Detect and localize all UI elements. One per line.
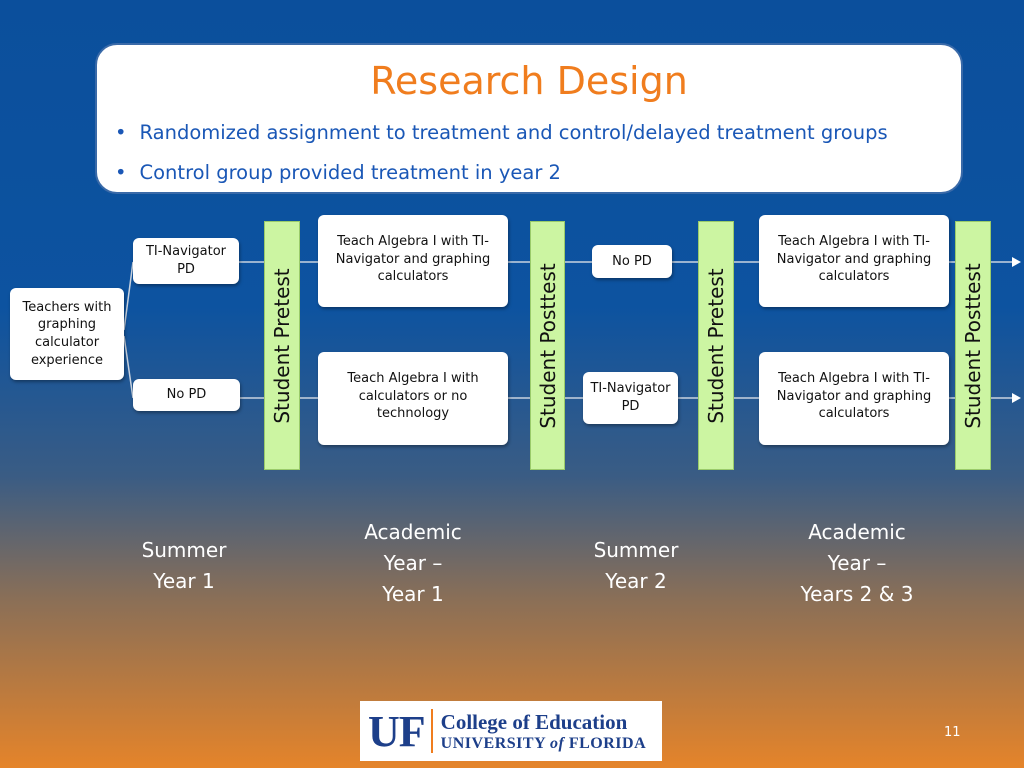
posttest1-bar: Student Posttest — [530, 221, 565, 470]
period-summer-year2: Summer Year 2 — [593, 538, 679, 593]
bullet-text: Randomized assignment to treatment and c… — [139, 121, 888, 144]
year2-teach-top-node: Teach Algebra I with TI-Navigator and gr… — [759, 215, 949, 307]
slide-title: Research Design — [370, 59, 688, 103]
pretest1-label: Student Pretest — [270, 267, 294, 424]
year1-pd-top-node: TI-Navigator PD — [133, 238, 239, 284]
logo-text: College of Education UNIVERSITY of FLORI… — [441, 710, 646, 753]
bullet-item: • Control group provided treatment in yea… — [115, 161, 888, 184]
logo-line2: UNIVERSITY of FLORIDA — [440, 734, 647, 752]
start-node: Teachers with graphing calculator experi… — [10, 288, 124, 380]
period-summer-year1: Summer Year 1 — [141, 538, 227, 593]
logo-divider — [430, 709, 433, 753]
uf-college-of-education-logo: UF College of Education UNIVERSITY of FL… — [360, 701, 662, 761]
bullet-text: Control group provided treatment in year… — [139, 161, 561, 184]
year1-teach-top-node: Teach Algebra I with TI-Navigator and gr… — [318, 215, 508, 307]
year2-pd-bottom-node: TI-Navigator PD — [583, 372, 678, 424]
year1-pd-bottom-node: No PD — [133, 379, 240, 411]
uf-logo-mark: UF — [368, 706, 426, 756]
period-academic-year1: Academic Year – Year 1 — [364, 520, 462, 606]
pretest2-bar: Student Pretest — [698, 221, 734, 470]
posttest2-label: Student Posttest — [961, 262, 985, 429]
year2-teach-bottom-node: Teach Algebra I with TI-Navigator and gr… — [759, 352, 949, 445]
page-number: 11 — [944, 725, 961, 740]
posttest1-label: Student Posttest — [535, 262, 560, 429]
bullet-item: • Randomized assignment to treatment and … — [115, 121, 888, 144]
posttest2-bar: Student Posttest — [955, 221, 991, 470]
bullet-icon: • — [115, 161, 127, 184]
pretest1-bar: Student Pretest — [264, 221, 300, 470]
bullet-icon: • — [115, 121, 127, 144]
bullet-list: • Randomized assignment to treatment and … — [115, 121, 888, 201]
period-academic-years2-3: Academic Year – Years 2 & 3 — [800, 520, 914, 606]
year1-teach-bottom-node: Teach Algebra I with calculators or no t… — [318, 352, 508, 445]
logo-line1: College of Education — [440, 709, 628, 734]
pretest2-label: Student Pretest — [704, 267, 728, 424]
year2-pd-top-node: No PD — [592, 245, 672, 278]
title-panel: Research Design • Randomized assignment t… — [95, 43, 963, 194]
